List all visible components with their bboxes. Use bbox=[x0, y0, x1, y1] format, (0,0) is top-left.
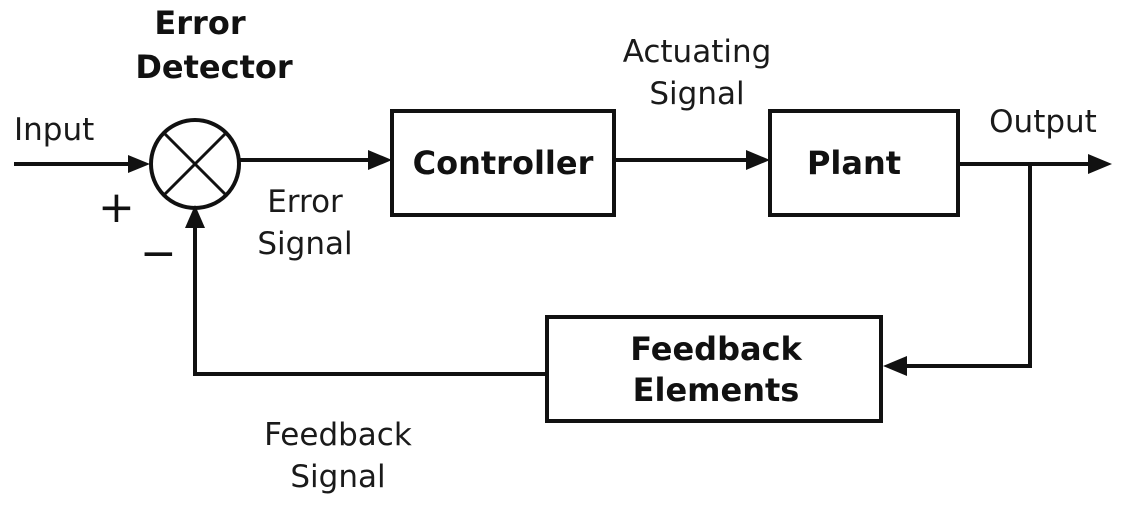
feedback-signal-label-line1: Feedback bbox=[264, 417, 412, 453]
output-feedback-path bbox=[905, 164, 1032, 368]
error-signal-label-line1: Error bbox=[267, 184, 343, 220]
controller-label: Controller bbox=[413, 144, 594, 182]
plus-sign: + bbox=[98, 182, 135, 233]
plant-block bbox=[768, 109, 960, 217]
feedback-elements-label-line1: Feedback bbox=[630, 330, 802, 368]
feedback-signal-path bbox=[193, 224, 547, 376]
feedback-elements-label-line2: Elements bbox=[633, 371, 800, 409]
feedback-signal-arrowhead bbox=[185, 205, 205, 228]
minus-sign: − bbox=[140, 228, 177, 279]
error-detector-title-line1: Error bbox=[154, 4, 245, 42]
summing-junction bbox=[149, 118, 241, 210]
actuating-signal-label-line2: Signal bbox=[649, 76, 744, 112]
error-signal-label-line2: Signal bbox=[257, 226, 352, 262]
input-arrowhead bbox=[128, 155, 150, 173]
feedback-signal-label-line2: Signal bbox=[290, 459, 385, 495]
error-signal-arrowhead bbox=[368, 150, 392, 170]
actuating-signal-label-line1: Actuating bbox=[623, 34, 772, 70]
controller-block bbox=[390, 109, 616, 217]
feedback-input-arrowhead bbox=[883, 356, 907, 376]
actuating-signal-arrowhead bbox=[746, 150, 770, 170]
output-label: Output bbox=[989, 104, 1097, 140]
input-label: Input bbox=[14, 112, 94, 148]
output-arrowhead bbox=[1088, 154, 1112, 174]
error-detector-title-line2: Detector bbox=[135, 48, 293, 86]
feedback-elements-block bbox=[545, 315, 883, 423]
plant-label: Plant bbox=[807, 144, 901, 182]
